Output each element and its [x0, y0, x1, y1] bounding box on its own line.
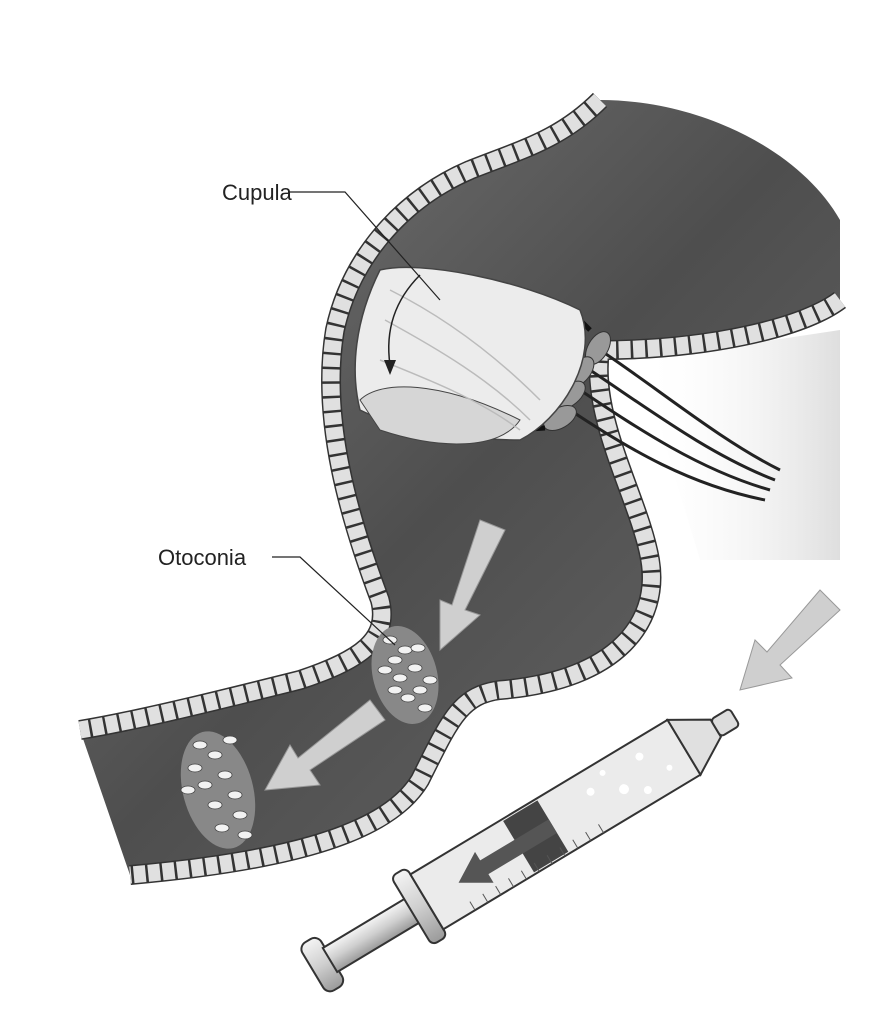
plunger-rod — [321, 895, 425, 974]
flow-arrows — [264, 519, 841, 791]
nerve-fibers — [569, 348, 781, 502]
flow-arrow-2 — [264, 699, 386, 791]
flow-arrow-1 — [439, 519, 506, 652]
cupula — [354, 266, 586, 445]
cupula-label: Cupula — [222, 180, 292, 205]
syringe-arrow — [458, 819, 557, 883]
deflection-arrow — [388, 274, 421, 366]
syringe — [300, 708, 740, 993]
otoconia-leader-line — [272, 556, 396, 646]
otoconia-cluster-2 — [180, 731, 256, 849]
injection-arrow — [739, 589, 841, 691]
otoconia-label: Otoconia — [158, 545, 247, 570]
epithelial-cell-wall — [78, 92, 846, 885]
canal-lumen — [80, 100, 840, 875]
cupula-leader-line — [288, 191, 441, 301]
syringe-tip — [711, 708, 740, 737]
barrel — [409, 718, 702, 931]
